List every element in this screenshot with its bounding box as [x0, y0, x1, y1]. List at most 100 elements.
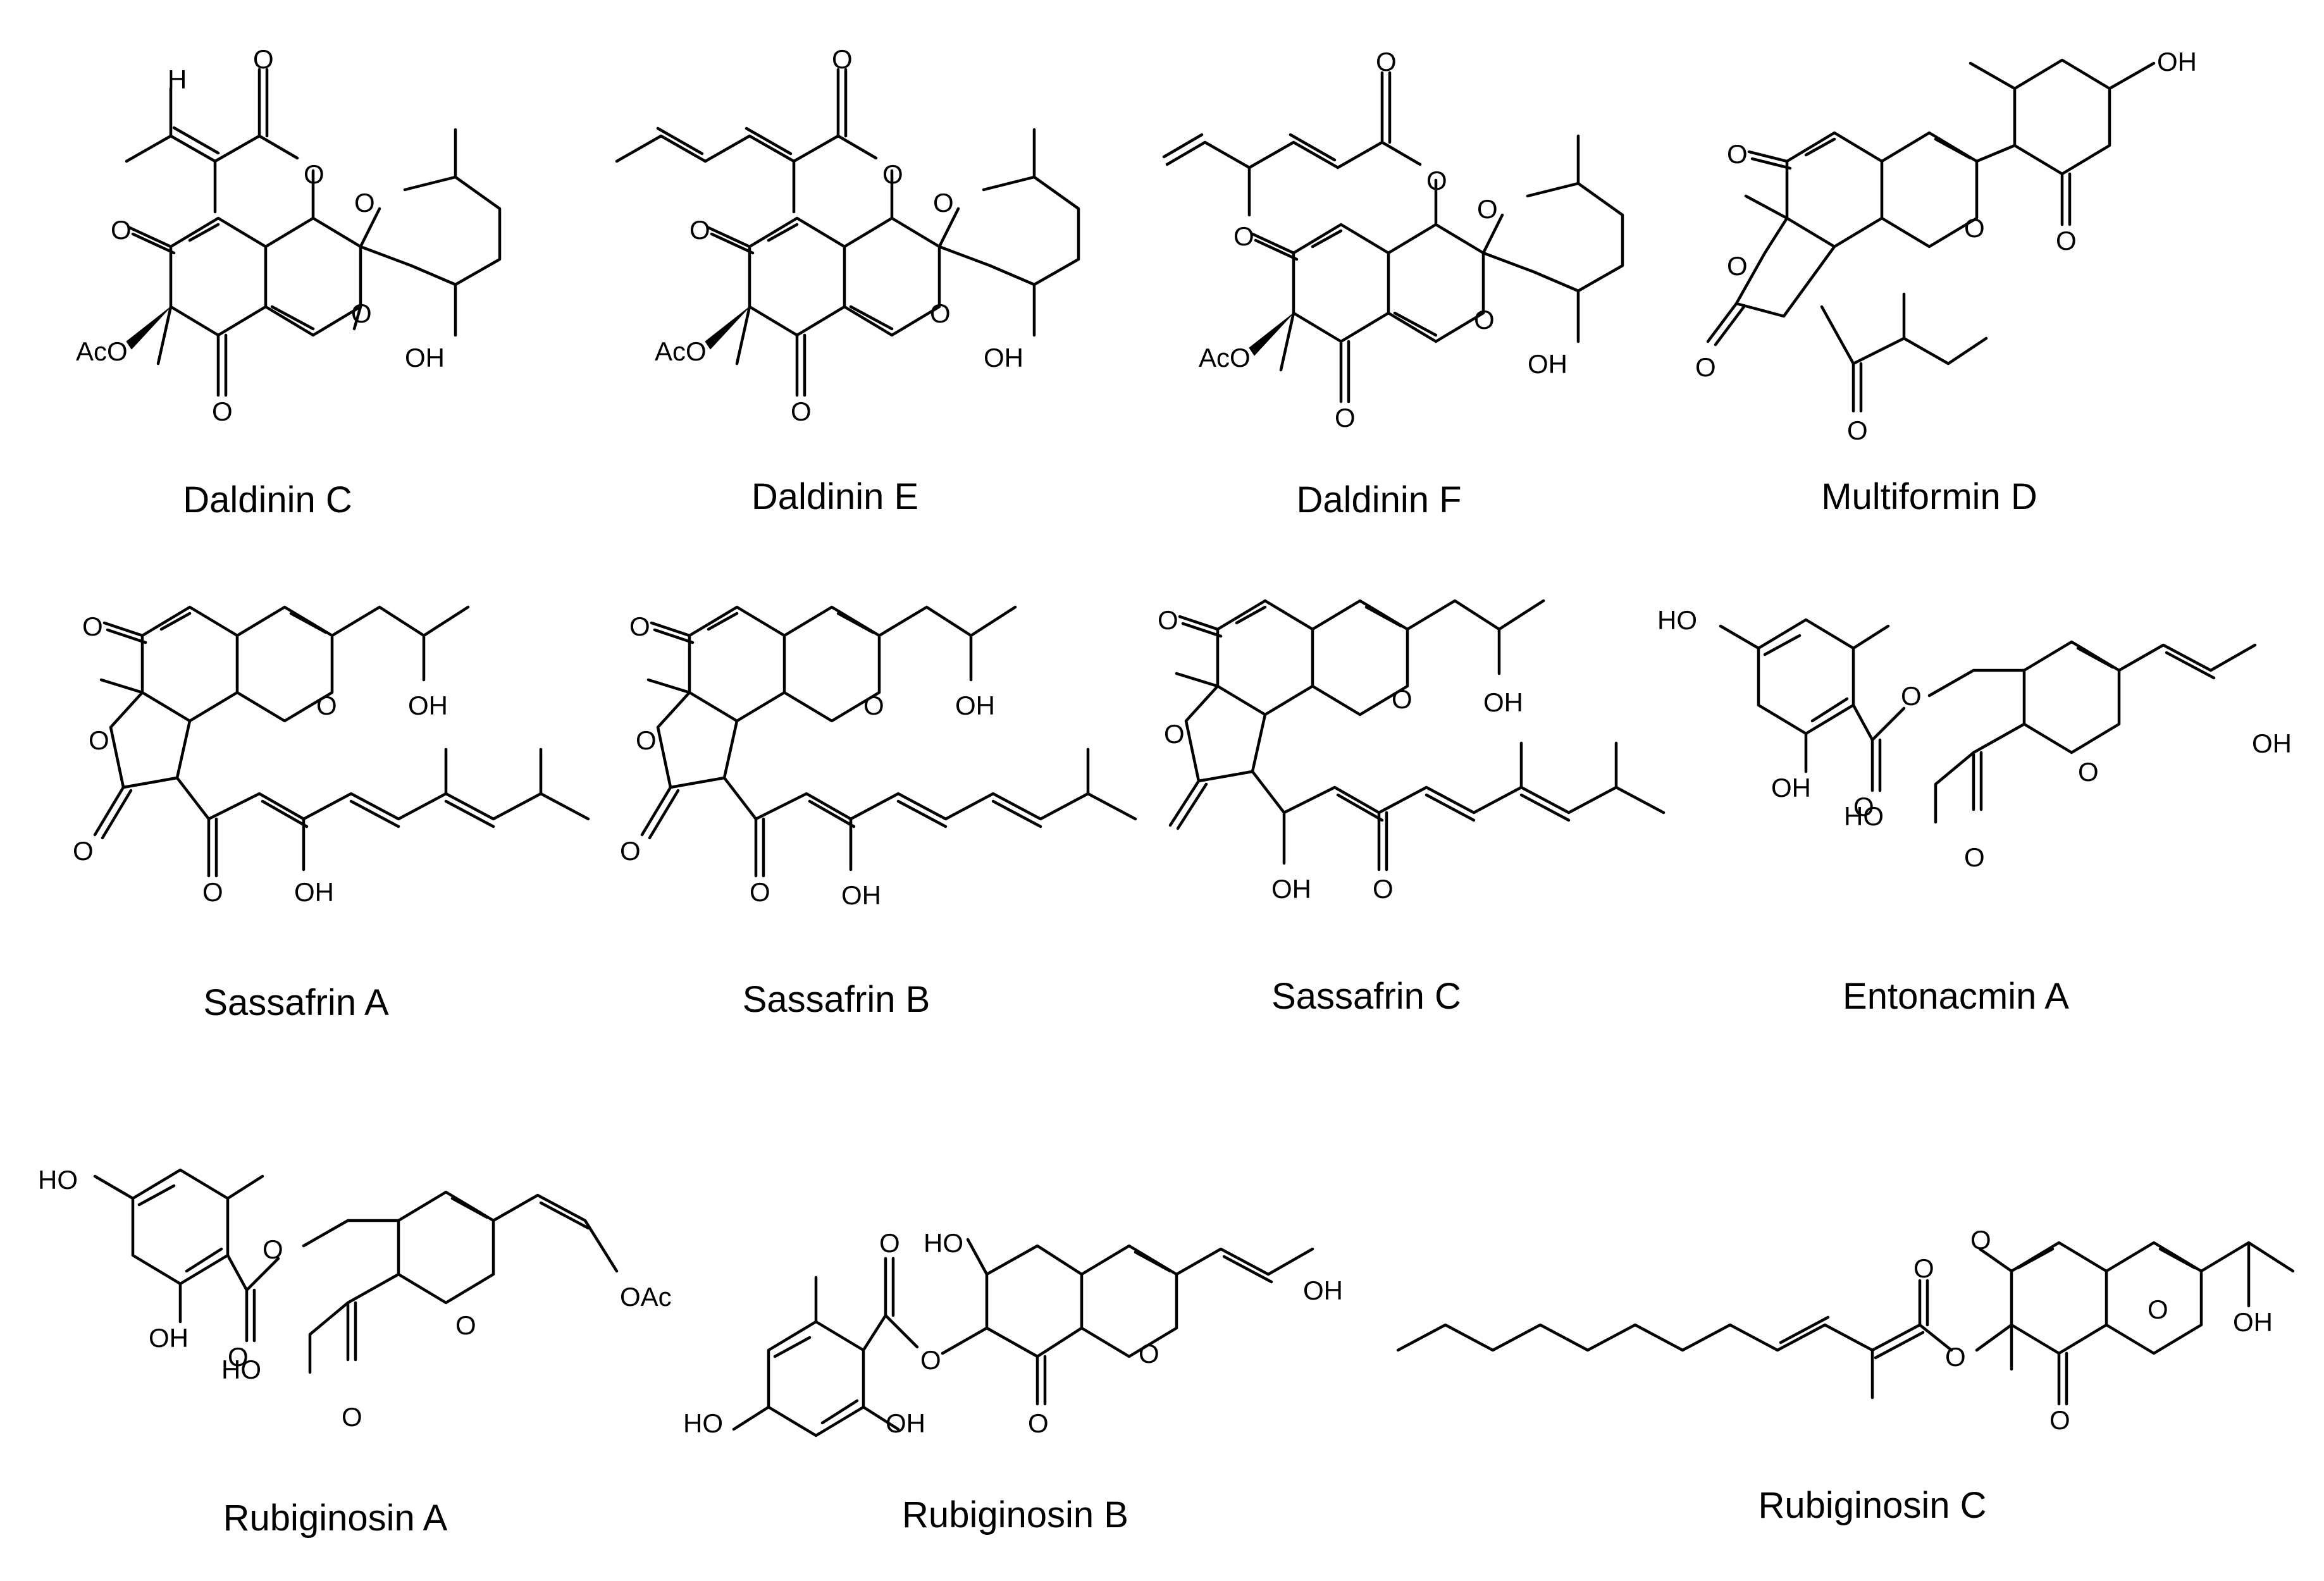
- atom-label: O: [1945, 1342, 1966, 1372]
- compound-name-daldinin-c: Daldinin C: [183, 479, 352, 520]
- structure-rubiginosin-c: [1396, 1241, 2295, 1406]
- atom-label: O: [316, 691, 337, 720]
- atom-label: O: [111, 215, 132, 245]
- atom-label: O: [750, 877, 770, 907]
- atom-label: OH: [2157, 47, 2197, 77]
- atom-label: HO: [221, 1355, 261, 1384]
- atom-label: O: [1376, 47, 1397, 77]
- atom-label: O: [1970, 1225, 1991, 1255]
- structure-sassafrin-a: [93, 605, 590, 878]
- atom-label: H: [168, 65, 187, 94]
- atom-label: O: [253, 44, 274, 74]
- atom-label: O: [1477, 194, 1498, 224]
- atom-label: OH: [955, 691, 995, 720]
- compound-name-rubiginosin-c: Rubiginosin C: [1758, 1485, 1986, 1526]
- atom-label: HO: [683, 1408, 723, 1438]
- atom-label: O: [629, 612, 650, 641]
- stereo-wedge: [126, 306, 171, 350]
- atom-label: O: [930, 298, 951, 328]
- atom-label: HO: [38, 1165, 78, 1195]
- structure-rubiginosin-a: [93, 1168, 619, 1374]
- atom-label: OH: [1271, 874, 1311, 904]
- atom-label: O: [1727, 251, 1748, 281]
- stereo-wedge: [1249, 312, 1294, 356]
- structure-daldinin-f: [1162, 71, 1624, 403]
- atom-label: O: [304, 159, 324, 189]
- atom-label: OH: [841, 880, 881, 910]
- atom-label: OAc: [620, 1282, 672, 1312]
- atom-label: O: [879, 1228, 900, 1258]
- atom-label: OH: [2252, 729, 2292, 758]
- structure-entonacmin-a: [1719, 618, 2257, 824]
- atom-label: O: [212, 397, 233, 426]
- compound-name-multiformin-d: Multiformin D: [1821, 476, 2037, 517]
- atom-label: O: [791, 397, 812, 426]
- atom-label: O: [1158, 605, 1178, 635]
- atom-label: OH: [1528, 349, 1567, 379]
- atom-label: OH: [1303, 1276, 1343, 1305]
- structure-rubiginosin-b: [732, 1238, 1314, 1437]
- compound-name-rubiginosin-a: Rubiginosin A: [223, 1498, 448, 1539]
- atom-label: OH: [294, 877, 334, 907]
- atom-label: O: [1474, 305, 1495, 335]
- atom-label: O: [1139, 1339, 1159, 1369]
- structure-daldinin-e: [615, 68, 1080, 397]
- structure-multiformin-d: [1706, 58, 2156, 413]
- atom-label: O: [1727, 139, 1748, 169]
- atom-label: O: [2056, 226, 2077, 255]
- atom-label: O: [920, 1345, 941, 1375]
- atom-label: O: [1164, 719, 1185, 749]
- atom-label: AcO: [76, 336, 128, 366]
- atom-label: O: [1392, 684, 1412, 714]
- structure-daldinin-c: [125, 68, 502, 397]
- atom-label: HO: [1844, 801, 1884, 831]
- compound-name-sassafrin-b: Sassafrin B: [743, 979, 930, 1020]
- atom-label: O: [1853, 792, 1874, 821]
- atom-label: O: [689, 215, 710, 245]
- compound-name-daldinin-f: Daldinin F: [1296, 479, 1461, 520]
- atom-label: O: [863, 691, 884, 720]
- atom-label: AcO: [655, 336, 707, 366]
- atom-label: O: [354, 188, 375, 218]
- atom-label: OH: [408, 691, 448, 720]
- atom-label: O: [1964, 213, 1985, 243]
- structure-sassafrin-b: [640, 605, 1137, 878]
- atom-label: O: [1028, 1408, 1049, 1438]
- compound-name-daldinin-e: Daldinin E: [751, 476, 918, 517]
- compound-name-rubiginosin-b: Rubiginosin B: [902, 1494, 1128, 1535]
- atom-label: O: [82, 612, 103, 641]
- compound-name-sassafrin-a: Sassafrin A: [203, 982, 389, 1023]
- atom-label: O: [342, 1402, 362, 1432]
- atom-label: O: [89, 725, 109, 755]
- atom-label: O: [1847, 415, 1868, 445]
- atom-label: OH: [2233, 1307, 2273, 1337]
- atom-label: OH: [1771, 773, 1811, 803]
- atom-label: OH: [1483, 687, 1523, 717]
- atom-label: OH: [984, 343, 1023, 372]
- atom-label: O: [636, 725, 657, 755]
- atom-label: O: [2049, 1405, 2070, 1435]
- atom-label: O: [1426, 166, 1447, 195]
- atom-label: O: [1695, 352, 1716, 382]
- atom-label: HO: [924, 1228, 963, 1258]
- atom-label: O: [1913, 1253, 1934, 1283]
- atom-label: O: [2148, 1295, 2168, 1324]
- atom-label: O: [228, 1342, 249, 1372]
- atom-label: O: [620, 836, 641, 866]
- atom-label: O: [73, 836, 94, 866]
- atom-label: O: [882, 159, 903, 189]
- atom-label: O: [1964, 842, 1985, 872]
- atom-label: O: [1233, 221, 1254, 251]
- atom-label: O: [933, 188, 954, 218]
- atom-label: HO: [1657, 605, 1697, 635]
- atom-label: OH: [886, 1408, 925, 1438]
- atom-label: OH: [405, 343, 445, 372]
- atom-label: O: [1373, 874, 1394, 904]
- atom-label: O: [455, 1310, 476, 1340]
- atom-label: O: [263, 1234, 283, 1264]
- atom-label: O: [1901, 681, 1922, 711]
- atom-label: O: [351, 298, 372, 328]
- atom-label: OH: [149, 1323, 189, 1353]
